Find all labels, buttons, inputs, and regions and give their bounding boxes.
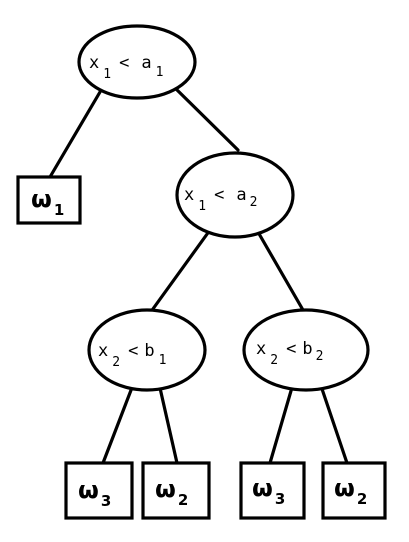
edge-root-left (48, 90, 102, 179)
cond-thr-sub: 1 (156, 65, 164, 80)
edge-root-right (170, 83, 240, 152)
leaf-class-sub: 2 (357, 490, 367, 508)
leaf-class-sub: 1 (54, 201, 64, 219)
tree-edges (48, 83, 349, 465)
cond-var: x (98, 341, 108, 361)
leaf-class: ω (155, 475, 176, 503)
leaf-box (64, 461, 134, 520)
cond-thr-sub: 1 (159, 353, 167, 368)
svg-text:x1<a2: x1 < a2 (184, 185, 257, 214)
cond-op: < (286, 339, 296, 359)
edge-n3-left (101, 383, 135, 465)
svg-text:ω3: ω3 (252, 474, 285, 508)
node-ellipse (175, 151, 295, 239)
edge-n3-right (158, 386, 179, 465)
leaf-box (321, 461, 387, 520)
node-ellipse (87, 308, 207, 392)
cond-thr: a (141, 53, 151, 73)
svg-text:ω2: ω2 (155, 475, 188, 509)
cond-var-sub: 2 (112, 355, 120, 370)
cond-var-sub: 2 (270, 353, 278, 368)
leaf-class-sub: 3 (275, 490, 285, 508)
node-ellipse (77, 24, 197, 100)
leaf-class: ω (334, 474, 355, 502)
svg-text:x2<b1: x2 < b1 (98, 341, 166, 370)
svg-text:x2<b2: x2<b2 (256, 339, 323, 368)
cond-op: < (119, 53, 129, 73)
cond-op: < (214, 185, 224, 205)
leaf-class: ω (78, 476, 99, 504)
cond-thr-sub: 2 (316, 349, 324, 364)
svg-text:x1<a1: x1<a1 (89, 53, 163, 82)
svg-text:ω2: ω2 (334, 474, 367, 508)
cond-thr: a (236, 185, 246, 205)
leaf-box (141, 461, 211, 520)
leaf-class: ω (252, 474, 273, 502)
edge-n2-right (256, 230, 305, 312)
cond-var: x (184, 185, 194, 205)
node-ellipse (242, 308, 370, 392)
edge-n4-left (268, 382, 295, 465)
edge-n4-right (318, 381, 349, 465)
edge-n2-left (148, 228, 212, 315)
leaf-class-sub: 3 (101, 492, 111, 510)
cond-thr-sub: 2 (250, 195, 258, 210)
svg-text:ω3: ω3 (78, 476, 111, 510)
leaf-box (239, 461, 306, 520)
cond-var-sub: 1 (103, 67, 111, 82)
cond-var: x (256, 339, 266, 359)
leaf-box (16, 175, 82, 225)
leaf-class-sub: 2 (178, 491, 188, 509)
svg-text:ω1: ω1 (31, 185, 64, 219)
cond-op: < (128, 341, 138, 361)
cond-var: x (89, 53, 99, 73)
leaf-class: ω (31, 185, 52, 213)
cond-thr: b (302, 339, 312, 359)
cond-thr: b (144, 341, 154, 361)
cond-var-sub: 1 (198, 199, 206, 214)
